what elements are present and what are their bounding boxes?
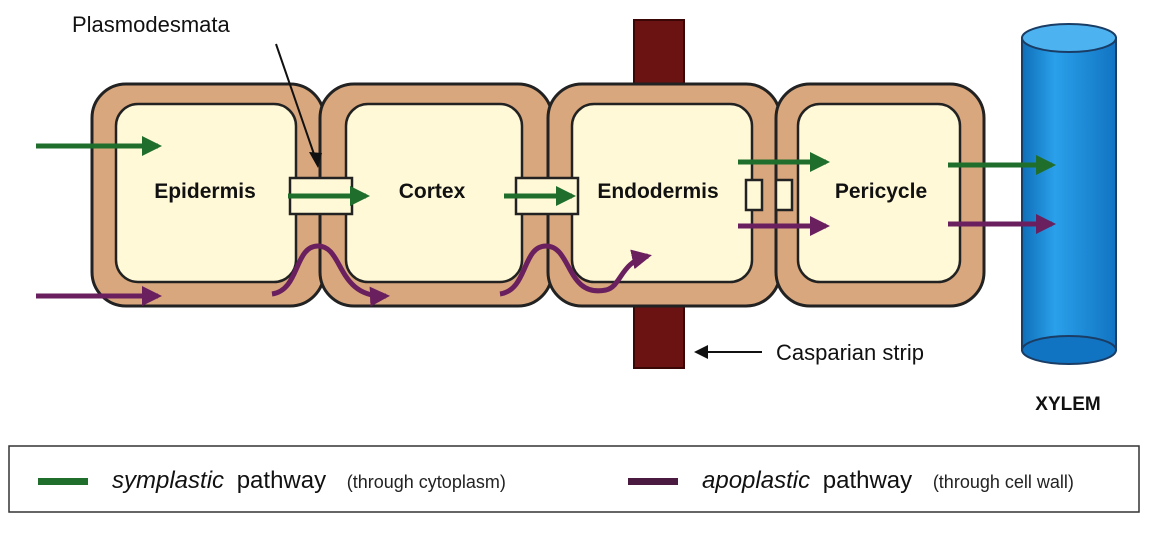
xylem-vessel bbox=[1021, 23, 1117, 365]
cytoplasm bbox=[114, 102, 962, 284]
cytoplasm-pericycle bbox=[796, 102, 962, 284]
cell-label-endodermis: Endodermis bbox=[597, 180, 718, 203]
casparian-pointer-head bbox=[694, 345, 708, 359]
apoplastic-arrow-cortex-endo bbox=[499, 243, 652, 297]
apoplastic-arrow-epi-cortex bbox=[271, 243, 390, 307]
plasmodesmata-label: Plasmodesmata bbox=[72, 12, 231, 37]
legend-apoplastic-text: apoplastic pathway (through cell wall) bbox=[702, 467, 1074, 494]
plasmodesma-4 bbox=[774, 178, 794, 212]
legend-box bbox=[8, 445, 1140, 513]
symplastic-arrows bbox=[36, 136, 1056, 206]
plasmodesma-3 bbox=[744, 178, 764, 212]
legend: symplastic pathway (through cytoplasm) a… bbox=[8, 445, 1140, 513]
apoplastic-arrows bbox=[36, 214, 1056, 307]
legend-swatch-apoplastic bbox=[628, 478, 678, 485]
legend-symplastic-text: symplastic pathway (through cytoplasm) bbox=[112, 467, 506, 494]
legend-swatch-symplastic bbox=[38, 478, 88, 485]
cell-label-pericycle: Pericycle bbox=[835, 180, 927, 203]
plasmodesmata-pointer-head bbox=[309, 152, 322, 168]
xylem-label: XYLEM bbox=[1035, 394, 1100, 415]
casparian-label: Casparian strip bbox=[776, 340, 924, 365]
plasmodesmata-pointer bbox=[275, 43, 317, 161]
cell-label-epidermis: Epidermis bbox=[154, 180, 256, 203]
cell-label-cortex: Cortex bbox=[399, 180, 466, 203]
